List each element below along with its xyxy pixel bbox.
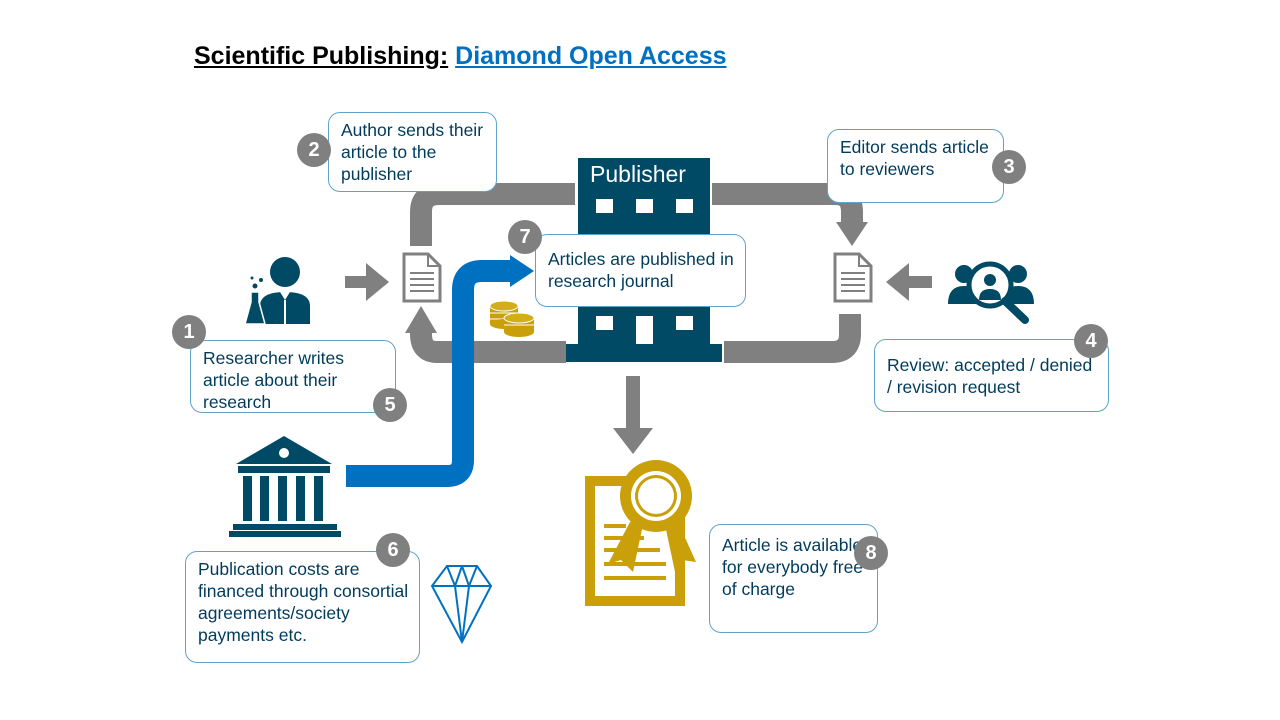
researcher-icon — [244, 257, 310, 325]
step-6-text: Publication costs are financed through c… — [198, 559, 409, 645]
document-icon — [833, 252, 873, 303]
step-8-text: Article is available for everybody free … — [722, 535, 864, 599]
flow-funding — [346, 260, 512, 487]
step-6-box: Publication costs are financed through c… — [185, 551, 420, 663]
step-7-badge: 7 — [508, 220, 542, 254]
arrow-right-to-document-icon — [345, 263, 389, 301]
page-title: Scientific Publishing: Diamond Open Acce… — [194, 42, 727, 71]
step-4-text: Review: accepted / denied / revision req… — [887, 355, 1093, 397]
step-1-text: Researcher writes article about their re… — [203, 348, 345, 412]
certificate-icon — [585, 460, 696, 606]
step-4-box: Review: accepted / denied / revision req… — [874, 339, 1109, 412]
step-3-box: Editor sends article to reviewers — [827, 129, 1004, 203]
flow-author-to-publisher — [410, 183, 575, 246]
step-4-badge: 4 — [1074, 324, 1108, 358]
step-1-badge: 1 — [172, 315, 206, 349]
arrowhead-down-reviewers — [836, 222, 868, 246]
step-2-badge: 2 — [297, 133, 331, 167]
step-3-text: Editor sends article to reviewers — [840, 137, 989, 179]
document-icon — [402, 252, 442, 303]
step-2-text: Author sends their article to the publis… — [341, 120, 484, 184]
reviewers-icon — [948, 261, 1034, 324]
diamond-icon — [430, 565, 493, 645]
step-2-box: Author sends their article to the publis… — [328, 112, 497, 192]
publisher-label: Publisher — [590, 161, 686, 187]
step-8-badge: 8 — [854, 536, 888, 570]
flow-review-return-left — [410, 330, 566, 363]
step-5-badge: 5 — [373, 388, 407, 422]
step-8-box: Article is available for everybody free … — [709, 524, 878, 633]
step-7-box: Articles are published in research journ… — [535, 234, 746, 307]
arrowhead-down-certificate — [613, 428, 653, 454]
step-3-badge: 3 — [992, 150, 1026, 184]
arrowhead-up-author — [405, 306, 437, 333]
flow-review-return-right — [724, 314, 861, 363]
institution-icon — [229, 436, 341, 537]
flow-publisher-to-public — [626, 376, 640, 428]
title-prefix: Scientific Publishing: — [194, 42, 449, 70]
step-7-text: Articles are published in research journ… — [548, 249, 734, 291]
coins-icon — [489, 300, 535, 337]
arrow-left-from-reviewers-icon — [886, 263, 932, 301]
step-6-badge: 6 — [376, 533, 410, 567]
title-highlight: Diamond Open Access — [455, 42, 727, 70]
arrowhead-funding — [510, 255, 534, 287]
step-1-box: Researcher writes article about their re… — [190, 340, 396, 413]
